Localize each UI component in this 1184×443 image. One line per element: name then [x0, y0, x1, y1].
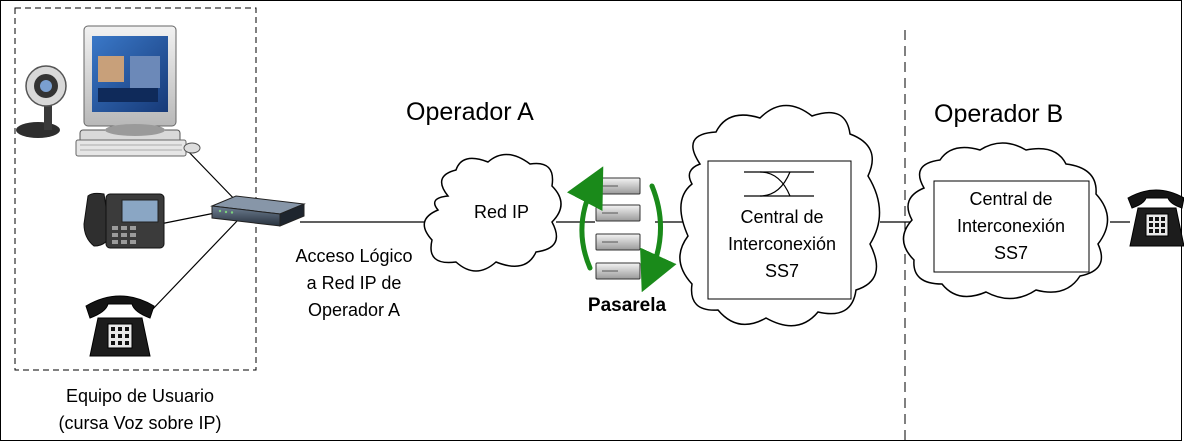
access-label-line3: Operador A [308, 300, 400, 320]
ip-network-label: Red IP [474, 202, 529, 222]
user-equipment-box [14, 7, 257, 371]
operator-a-label: Operador A [406, 98, 534, 126]
switch-b-label-line3: SS7 [994, 243, 1028, 263]
ip-phone-icon [83, 192, 165, 249]
switch-a-label-line3: SS7 [765, 261, 799, 281]
switch-a-label-line2: Interconexión [728, 234, 836, 254]
connection-lines [149, 147, 1130, 313]
switch-a-label-line1: Central de [740, 207, 823, 227]
access-label-line2: a Red IP de [307, 273, 402, 293]
switch-b-label-line1: Central de [969, 189, 1052, 209]
switch-b-cloud [902, 142, 1109, 300]
telephone-icon [85, 295, 155, 357]
computer-icon [16, 25, 201, 157]
gateway-conversion-arrows [567, 166, 677, 293]
switch-b-label-line2: Interconexión [957, 216, 1065, 236]
gateway-label: Pasarela [588, 295, 667, 316]
operator-b-label: Operador B [934, 100, 1063, 128]
switch-a-cloud [679, 104, 881, 327]
user-equipment-label-line2: (cursa Voz sobre IP) [58, 413, 221, 433]
switch-symbol-icon [744, 171, 814, 197]
user-equipment-label-line1: Equipo de Usuario [66, 386, 214, 406]
ip-network-cloud [423, 153, 562, 272]
telephone-b-icon [1127, 189, 1184, 247]
gateway-servers-icon [595, 177, 641, 280]
access-label-line1: Acceso Lógico [295, 246, 412, 266]
router-icon [210, 195, 306, 227]
